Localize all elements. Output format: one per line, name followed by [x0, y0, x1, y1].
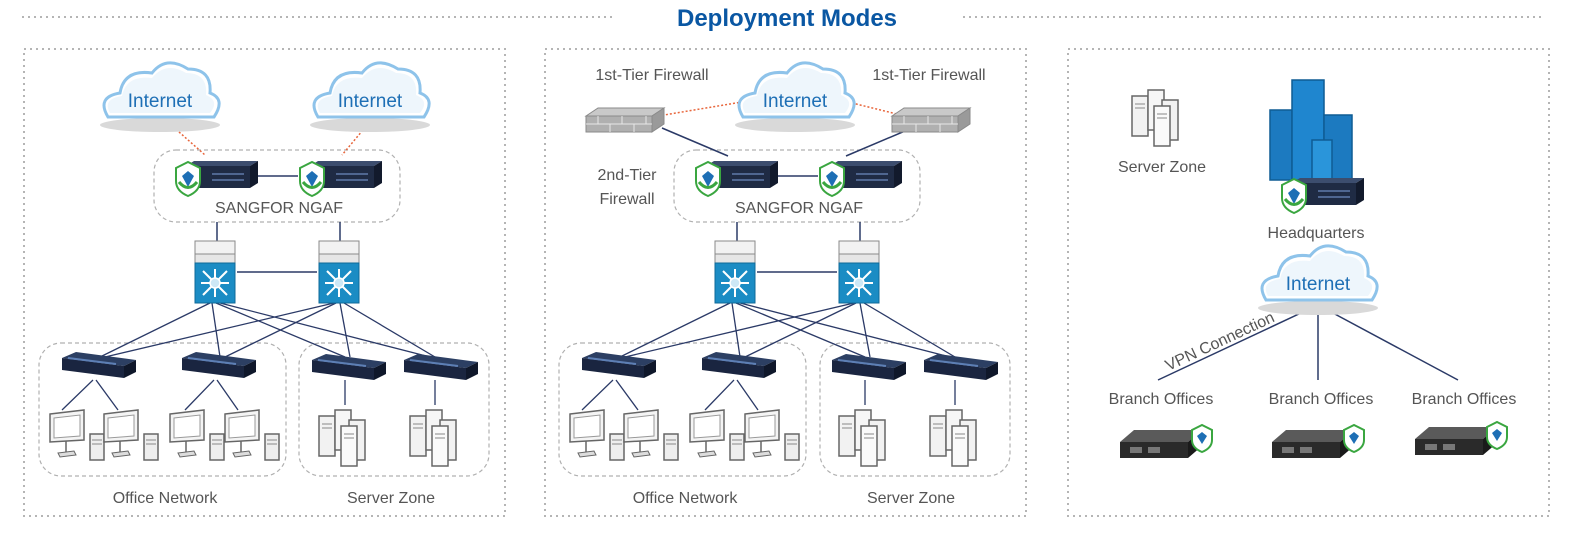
- internet-label: Internet: [1286, 274, 1351, 295]
- pc: [744, 409, 800, 461]
- server-group: [819, 342, 1011, 477]
- server-rack: [838, 409, 886, 467]
- access-switch: [701, 351, 777, 379]
- hq-ngaf-appliance: [1280, 176, 1366, 215]
- ngaf-label: SANGFOR NGAF: [735, 200, 863, 217]
- ngaf-appliance: [174, 159, 260, 198]
- server-zone-label: Server Zone: [1118, 159, 1206, 176]
- ngaf-group: [673, 149, 921, 223]
- server-zone-icon: [1131, 89, 1179, 147]
- access-switch: [403, 353, 479, 381]
- pc: [623, 409, 679, 461]
- pc: [103, 409, 159, 461]
- tier2-firewall-label: Firewall: [599, 191, 654, 208]
- ngaf-appliance: [298, 159, 384, 198]
- core-switch: [714, 240, 756, 304]
- core-switch: [318, 240, 360, 304]
- core-switch: [194, 240, 236, 304]
- branch-office-label: Branch Offices: [1269, 391, 1374, 408]
- panel-3-border: [1067, 48, 1550, 517]
- office-network-label: Office Network: [113, 490, 219, 507]
- headquarters-building-icon: [1269, 79, 1353, 181]
- access-switch: [311, 353, 387, 381]
- office-network-label: Office Network: [633, 490, 739, 507]
- pc: [169, 409, 225, 461]
- pc: [224, 409, 280, 461]
- internet-label: Internet: [338, 91, 403, 112]
- access-switch: [831, 353, 907, 381]
- panel-2: Internet 1st-Tier Firewall 1st-Tier Fire…: [558, 61, 1011, 507]
- server-zone-label: Server Zone: [347, 490, 435, 507]
- pc: [689, 409, 745, 461]
- ngaf-appliance: [818, 159, 904, 198]
- access-switch: [181, 351, 257, 379]
- tier1-firewall: [585, 107, 665, 133]
- branch-office-label: Branch Offices: [1109, 391, 1214, 408]
- vpn-connection-label: VPN Connection: [1163, 309, 1277, 374]
- server-zone-label: Server Zone: [867, 490, 955, 507]
- ngaf-appliance: [694, 159, 780, 198]
- access-switch: [61, 351, 137, 379]
- panel-3: Server Zone Headquarters Internet VPN Co…: [1109, 79, 1517, 459]
- pc: [569, 409, 625, 461]
- tier1-firewall: [891, 107, 971, 133]
- branch-appliance: [1414, 421, 1508, 456]
- branch-office-label: Branch Offices: [1412, 391, 1517, 408]
- panel-1: Internet Internet SANGFOR NGAF Office Ne…: [38, 61, 490, 507]
- tier1-firewall-label: 1st-Tier Firewall: [595, 67, 708, 84]
- server-rack: [409, 409, 457, 467]
- panel-1-border: [23, 48, 506, 517]
- panel-2-border: [544, 48, 1027, 517]
- internet-label: Internet: [763, 91, 828, 112]
- pc: [49, 409, 105, 461]
- core-switch: [838, 240, 880, 304]
- ngaf-group: [153, 149, 401, 223]
- access-switch: [581, 351, 657, 379]
- server-rack: [929, 409, 977, 467]
- ngaf-label: SANGFOR NGAF: [215, 200, 343, 217]
- server-group: [298, 342, 490, 477]
- page-title: Deployment Modes: [677, 5, 897, 32]
- server-rack: [318, 409, 366, 467]
- tier1-firewall-label: 1st-Tier Firewall: [872, 67, 985, 84]
- headquarters-label: Headquarters: [1268, 225, 1365, 242]
- branch-appliance: [1119, 424, 1213, 459]
- internet-label: Internet: [128, 91, 193, 112]
- tier2-firewall-label: 2nd-Tier: [598, 167, 658, 184]
- access-switch: [923, 353, 999, 381]
- branch-appliance: [1271, 424, 1365, 459]
